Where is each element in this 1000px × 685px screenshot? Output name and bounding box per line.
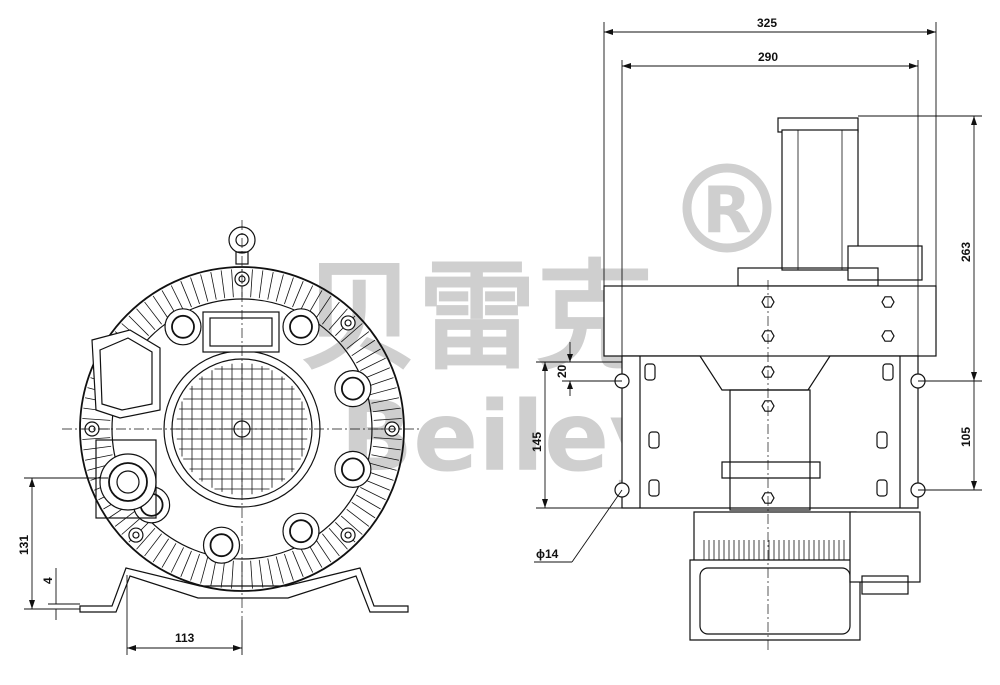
blower-housing-side [689,559,861,641]
dim-hole-offset: 20 [555,364,569,378]
side-silencer [91,329,161,419]
dim-foot-half-span: 113 [175,631,195,645]
right-dimensions: 325 290 263 105 145 20 [530,16,982,563]
registered-mark: R [682,163,772,253]
dim-hole-diameter: ϕ14 [536,547,559,561]
mounting-foot [79,567,409,613]
watermark-chinese: 贝雷克 [300,248,654,386]
terminal-box [202,311,280,353]
dim-flange-height: 145 [530,432,544,452]
dim-foot-height: 131 [17,535,31,555]
mounting-bracket [621,355,919,509]
blower-front-view [62,220,420,620]
dim-flange-width: 290 [758,50,778,64]
blower-side-view [603,117,937,650]
dim-foot-thickness: 4 [41,577,55,584]
svg-text:R: R [702,174,751,248]
flange-plate [603,285,937,357]
dim-overall-width: 325 [757,16,777,30]
left-dimensions: 131 4 113 [17,477,243,655]
inlet-port [99,453,157,511]
motor-shaft-body [729,389,811,511]
motor-terminal-housing [781,129,859,271]
dim-height-mount: 105 [959,427,973,447]
dim-height-top: 263 [959,242,973,262]
